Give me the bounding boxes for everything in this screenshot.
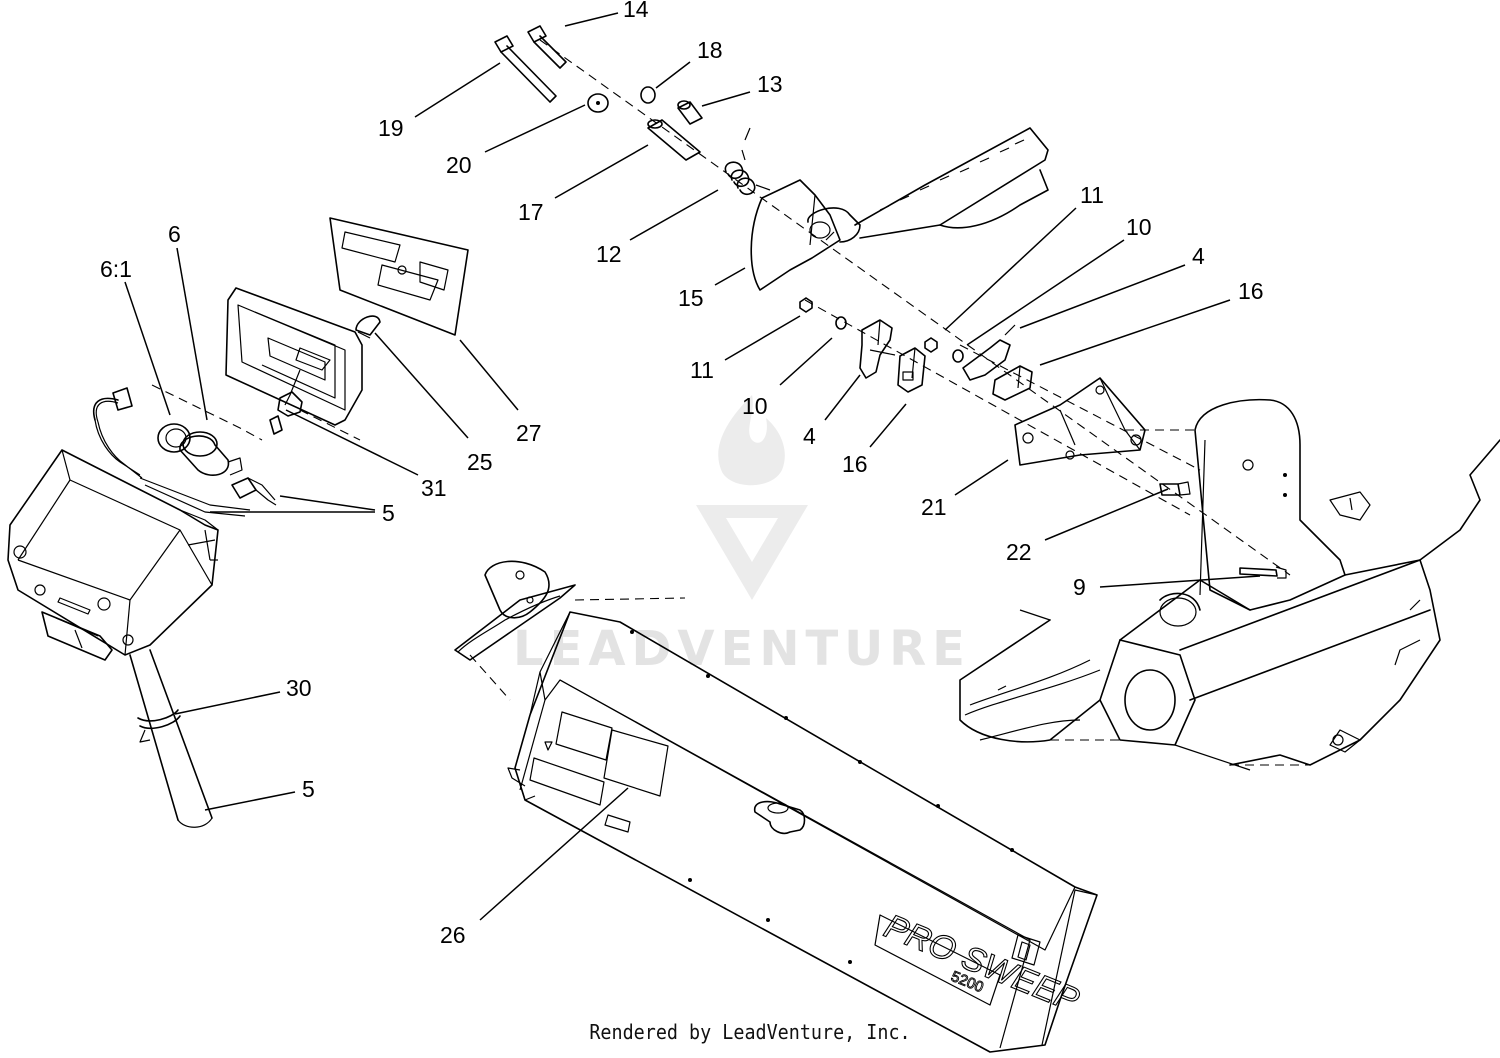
callout-19: 19 (378, 115, 404, 141)
leader-lines (124, 12, 1261, 921)
callout-5-lower: 5 (302, 776, 315, 802)
callouts: 14 18 13 19 20 17 12 15 11 10 4 16 11 10… (100, 0, 1264, 948)
callout-11-bottom: 11 (690, 357, 714, 383)
plate-27 (329, 217, 469, 336)
callout-6-1: 6:1 (100, 256, 132, 282)
callout-16-bottom: 16 (842, 451, 868, 477)
bolt-19 (494, 35, 557, 103)
callout-10-bottom: 10 (742, 393, 768, 419)
callout-16-top: 16 (1238, 278, 1264, 304)
callout-26: 26 (440, 922, 466, 948)
callout-31: 31 (421, 475, 447, 501)
callout-9: 9 (1073, 574, 1086, 600)
callout-30: 30 (286, 675, 312, 701)
callout-13: 13 (757, 71, 783, 97)
watermark: LEADVENTURE (513, 395, 971, 677)
callout-18: 18 (697, 37, 723, 63)
block-16-left (897, 347, 926, 393)
callout-15: 15 (678, 285, 704, 311)
bracket-21 (1014, 377, 1146, 466)
light-housing (7, 449, 251, 661)
arm-15 (750, 127, 1049, 291)
bulb-25 (355, 315, 381, 339)
nut-11-left (799, 297, 813, 313)
ring-61 (157, 423, 191, 453)
callout-25: 25 (467, 449, 493, 475)
callout-27: 27 (516, 420, 542, 446)
callout-20: 20 (446, 152, 472, 178)
connector-5-upper (231, 477, 277, 506)
footer-credit: Rendered by LeadVenture, Inc. (589, 1020, 911, 1044)
bolt-14 (527, 25, 567, 69)
washer-20 (587, 93, 609, 113)
watermark-text: LEADVENTURE (513, 621, 971, 677)
callout-17: 17 (518, 199, 544, 225)
spring-12 (724, 127, 771, 196)
broom-frame-left (454, 560, 686, 701)
callout-4-bottom: 4 (803, 423, 816, 449)
spacer-13 (677, 101, 703, 125)
cable-tie-30 (137, 709, 181, 743)
watermark-v-icon (696, 505, 808, 600)
sweeper-housing: PRO SWEEP 5200 (507, 611, 1098, 1053)
callout-10-top: 10 (1126, 214, 1152, 240)
callout-12: 12 (596, 241, 622, 267)
washer-10-right (952, 349, 964, 363)
washer-10-left (835, 316, 847, 330)
spacer-17 (647, 119, 701, 161)
nut-11-right (924, 337, 938, 353)
callout-22: 22 (1006, 539, 1032, 565)
callout-21: 21 (921, 494, 947, 520)
lens-frame-31 (225, 287, 363, 426)
callout-4-top: 4 (1192, 243, 1205, 269)
watermark-flame-icon (718, 395, 785, 486)
bracket-4-left (859, 319, 896, 379)
axis-main (539, 39, 1291, 576)
callout-11-top: 11 (1080, 182, 1104, 208)
callout-14: 14 (623, 0, 649, 22)
traction-unit (959, 398, 1500, 771)
axis-right-bracket (804, 299, 1191, 516)
callout-6: 6 (168, 221, 181, 247)
block-16-right (992, 365, 1033, 401)
bracket-4-right (962, 324, 1016, 381)
callout-5-upper: 5 (382, 500, 395, 526)
bolt-9 (1239, 567, 1278, 577)
washer-18 (640, 86, 656, 104)
cable-tube (129, 649, 213, 828)
